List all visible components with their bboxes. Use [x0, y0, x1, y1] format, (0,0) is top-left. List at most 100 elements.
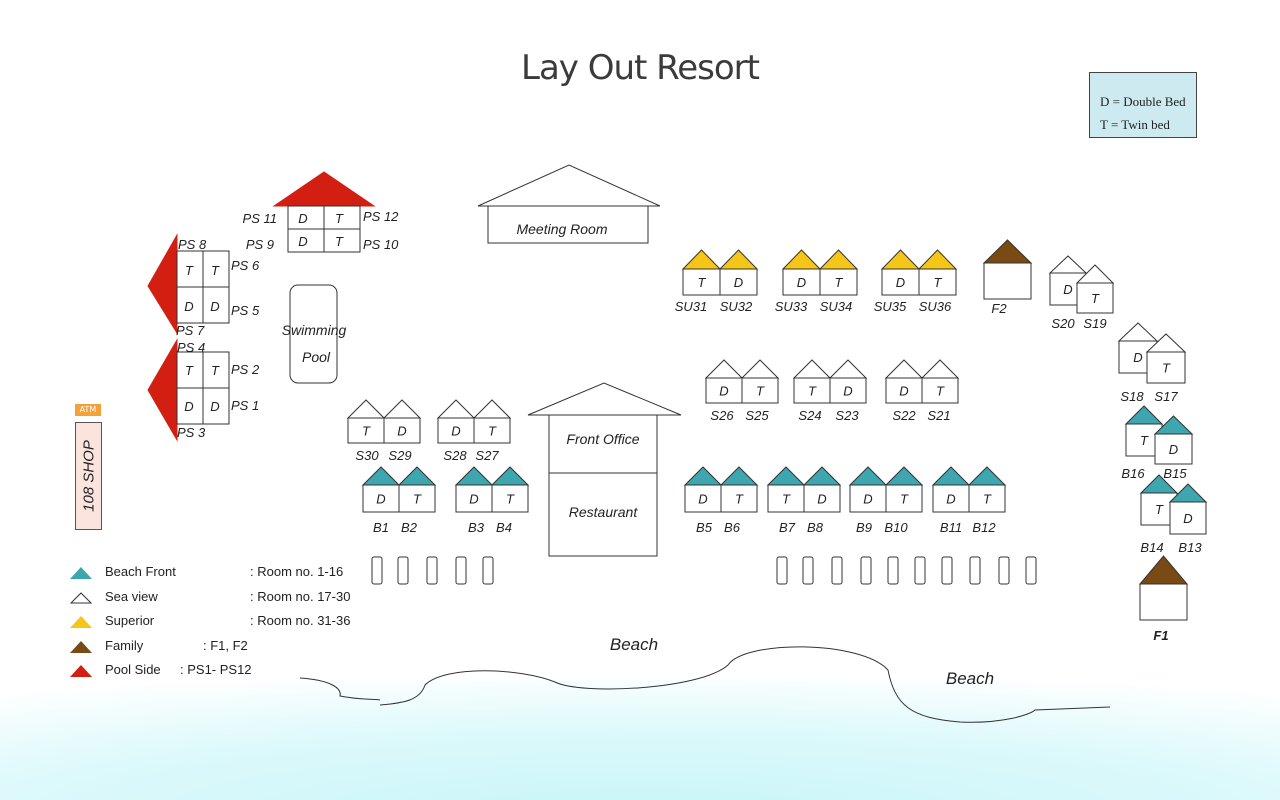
roof [828, 359, 868, 379]
room-box [921, 377, 959, 404]
roof [967, 466, 1007, 486]
beach-lounger [371, 556, 383, 585]
bed-type-label: D [896, 275, 905, 290]
room-number-label: B4 [496, 520, 512, 535]
roof [880, 249, 921, 270]
roof [490, 466, 530, 486]
pool-side-room [202, 387, 230, 425]
front-office-building [548, 414, 658, 474]
beach-lounger [914, 556, 926, 585]
room-number-label: B3 [468, 520, 485, 535]
room-number-label: S29 [388, 448, 411, 463]
superior-room: D [718, 249, 759, 296]
roof [1117, 322, 1159, 342]
restaurant-label: Restaurant [569, 504, 639, 520]
room-box [782, 268, 821, 296]
family-swatch-icon [70, 640, 92, 653]
pool-side-room [176, 387, 204, 425]
room-number-label: PS 3 [177, 425, 206, 440]
room-number-label: SU34 [820, 299, 853, 314]
sea-gradient [0, 680, 1280, 800]
pool-side-swatch-icon [70, 665, 92, 677]
beach-front-room: T [884, 466, 924, 513]
bed-type-label: D [210, 299, 219, 314]
superior-room: T [917, 249, 958, 296]
room-number-label: B1 [373, 520, 389, 535]
room-number-label: B15 [1163, 466, 1187, 481]
room-box [491, 484, 529, 513]
bed-type-label: D [719, 384, 728, 399]
bed-type-label: T [185, 263, 194, 278]
room-number-label: S20 [1051, 316, 1075, 331]
bed-type-label: T [1140, 433, 1149, 448]
sea-view-room: T [1145, 333, 1187, 384]
room-number-label: PS 6 [231, 258, 260, 273]
room-box [968, 484, 1006, 513]
pool-side-roof-lower [147, 338, 178, 442]
roof [766, 466, 806, 486]
roof [802, 466, 842, 486]
room-number-label: S25 [745, 408, 769, 423]
roof [920, 359, 960, 379]
room-number-label: B13 [1178, 540, 1202, 555]
bed-type-label: T [488, 424, 497, 439]
superior-room: D [880, 249, 921, 296]
beach-front-room: D [802, 466, 842, 513]
bed-type-label: T [756, 384, 765, 399]
room-number-label: PS 9 [246, 237, 274, 252]
pool-label: Swimming [282, 322, 347, 338]
bed-type-label: D [863, 492, 872, 507]
room-box [473, 417, 511, 444]
room-box [719, 268, 758, 296]
room-number-label: B2 [401, 520, 418, 535]
beach-front-room: D [1168, 483, 1208, 535]
room-box [347, 417, 385, 444]
bed-type-label: D [184, 399, 193, 414]
bed-type-label: T [782, 492, 791, 507]
beach-front-room: D [361, 466, 401, 513]
room-box [398, 484, 436, 513]
room-box [1146, 351, 1186, 384]
sea-view-room: T [920, 359, 960, 404]
room-number-label: PS 8 [178, 237, 207, 252]
page-title: Lay Out Resort [521, 48, 760, 88]
bed-type-label: T [362, 424, 371, 439]
room-number-label: SU32 [720, 299, 753, 314]
room-number-label: S30 [355, 448, 379, 463]
room-box [1139, 583, 1188, 621]
room-box [455, 484, 493, 513]
beach-front-room: D [848, 466, 888, 513]
bed-key-box: D = Double Bed T = Twin bed [1089, 72, 1197, 138]
roof [781, 249, 822, 270]
room-box [793, 377, 831, 404]
room-number-label: B16 [1121, 466, 1145, 481]
room-number-label: B6 [724, 520, 741, 535]
beach-label: Beach [610, 635, 658, 654]
room-number-label: S17 [1154, 389, 1178, 404]
room-box [881, 268, 920, 296]
room-number-label: F1 [1153, 628, 1168, 643]
bed-type-label: T [1091, 291, 1100, 306]
pool-side-room [202, 250, 230, 288]
bed-type-label: D [184, 299, 193, 314]
sea-view-room: D [382, 399, 422, 444]
room-number-label: S22 [892, 408, 916, 423]
pool-label: Pool [302, 349, 331, 365]
room-box [918, 268, 957, 296]
roof [436, 399, 476, 419]
bed-type-label: T [413, 492, 422, 507]
beach-lounger [969, 556, 981, 585]
bed-type-label: T [211, 363, 220, 378]
room-number-label: S26 [710, 408, 734, 423]
room-number-label: B5 [696, 520, 713, 535]
bed-type-label: D [298, 234, 307, 249]
bed-type-label: T [1162, 361, 1171, 376]
room-box [705, 377, 743, 404]
room-box [383, 417, 421, 444]
roof [1124, 405, 1164, 425]
roof [683, 466, 723, 486]
meeting-room-building [487, 205, 649, 244]
bed-type-label: D [469, 492, 478, 507]
bed-type-label: D [1169, 442, 1178, 457]
bed-type-label: T [934, 275, 943, 290]
